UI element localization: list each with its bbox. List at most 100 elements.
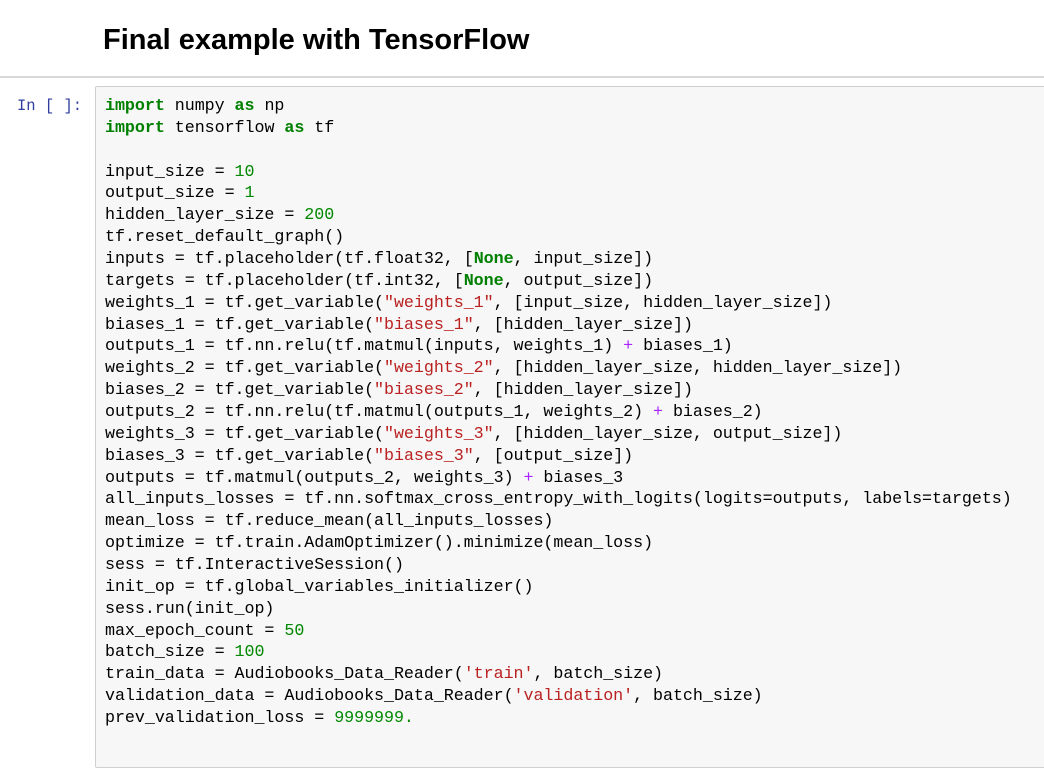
code-token: max_epoch_count = — [105, 621, 285, 641]
code-line: import numpy as np — [105, 96, 1012, 118]
code-token: outputs = tf.matmul(outputs_2, weights_3… — [105, 468, 524, 488]
code-token: biases_3 = tf.get_variable( — [105, 446, 375, 466]
code-token: outputs_2 = tf.nn.relu(tf.matmul(outputs… — [105, 403, 654, 423]
code-line: inputs = tf.placeholder(tf.float32, [Non… — [105, 249, 1012, 271]
cell-divider — [0, 76, 1044, 78]
code-token-str: "biases_2" — [374, 381, 474, 401]
code-line: weights_3 = tf.get_variable("weights_3",… — [105, 424, 1012, 446]
code-line: biases_2 = tf.get_variable("biases_2", [… — [105, 380, 1012, 402]
code-token: , batch_size) — [533, 665, 664, 685]
code-token: biases_1) — [633, 337, 733, 357]
code-token: , [input_size, hidden_layer_size]) — [493, 293, 833, 313]
code-line: validation_data = Audiobooks_Data_Reader… — [105, 686, 1012, 708]
code-token: sess.run(init_op) — [105, 599, 275, 619]
code-line: batch_size = 100 — [105, 642, 1012, 664]
code-line: all_inputs_losses = tf.nn.softmax_cross_… — [105, 489, 1012, 511]
code-token: output_size = — [105, 184, 245, 204]
code-token-kw: as — [284, 118, 305, 138]
code-line: biases_1 = tf.get_variable("biases_1", [… — [105, 315, 1012, 337]
code-token: inputs = tf.placeholder(tf.float32, [ — [105, 250, 474, 270]
code-token-str: "biases_1" — [374, 315, 474, 335]
code-token: tensorflow — [164, 118, 285, 138]
code-token: sess = tf.InteractiveSession() — [105, 556, 404, 576]
code-token: weights_2 = tf.get_variable( — [105, 359, 384, 379]
code-token-str: 'validation' — [513, 687, 634, 707]
code-token: input_size = — [105, 162, 235, 182]
code-line: max_epoch_count = 50 — [105, 621, 1012, 643]
code-token: train_data = Audiobooks_Data_Reader( — [105, 665, 464, 685]
code-token-op: + — [653, 403, 663, 423]
code-token-op: + — [623, 337, 634, 357]
code-line: hidden_layer_size = 200 — [105, 205, 1012, 227]
code-token: biases_1 = tf.get_variable( — [105, 315, 375, 335]
code-line: init_op = tf.global_variables_initialize… — [105, 577, 1012, 599]
code-token-num: 9999999. — [334, 709, 414, 729]
code-token: all_inputs_losses = tf.nn.softmax_cross_… — [105, 490, 1012, 510]
code-token: hidden_layer_size = — [105, 206, 305, 226]
code-token: optimize = tf.train.AdamOptimizer().mini… — [105, 534, 654, 554]
code-token-str: 'train' — [463, 665, 534, 685]
code-line: weights_2 = tf.get_variable("weights_2",… — [105, 358, 1012, 380]
code-token: validation_data = Audiobooks_Data_Reader… — [105, 687, 514, 707]
code-line: sess.run(init_op) — [105, 599, 1012, 621]
input-prompt: In [ ]: — [17, 97, 83, 115]
code-token: , [hidden_layer_size]) — [473, 381, 693, 401]
code-token-num: 10 — [234, 162, 255, 182]
code-line: weights_1 = tf.get_variable("weights_1",… — [105, 293, 1012, 315]
code-line: outputs_2 = tf.nn.relu(tf.matmul(outputs… — [105, 402, 1012, 424]
code-line: mean_loss = tf.reduce_mean(all_inputs_lo… — [105, 511, 1012, 533]
code-token: weights_1 = tf.get_variable( — [105, 293, 384, 313]
code-token-str: "weights_1" — [384, 293, 494, 313]
code-token: tf.reset_default_graph() — [105, 228, 345, 248]
code-token: , [hidden_layer_size]) — [473, 315, 693, 335]
code-token-kw: import — [105, 118, 165, 138]
markdown-heading: Final example with TensorFlow — [103, 24, 530, 56]
code-line: sess = tf.InteractiveSession() — [105, 555, 1012, 577]
code-token: batch_size = — [105, 643, 235, 663]
code-token: , [output_size]) — [473, 446, 634, 466]
code-token: outputs_1 = tf.nn.relu(tf.matmul(inputs,… — [105, 337, 624, 357]
code-cell-editor[interactable] — [95, 86, 1044, 768]
code-token: biases_3 — [533, 468, 624, 488]
code-token-num: 50 — [284, 621, 305, 641]
code-token-num: 100 — [234, 643, 265, 663]
code-token-kw: import — [105, 97, 165, 116]
code-token-num: 200 — [304, 206, 335, 226]
code-token: , input_size]) — [513, 250, 654, 270]
code-line: biases_3 = tf.get_variable("biases_3", [… — [105, 446, 1012, 468]
code-line: train_data = Audiobooks_Data_Reader('tra… — [105, 664, 1012, 686]
code-line: optimize = tf.train.AdamOptimizer().mini… — [105, 533, 1012, 555]
code-token-str: "biases_3" — [374, 446, 474, 466]
code-line: tf.reset_default_graph() — [105, 227, 1012, 249]
code-token: biases_2 = tf.get_variable( — [105, 381, 375, 401]
code-token: tf — [304, 118, 335, 138]
code-token-kw: None — [463, 271, 504, 291]
code-token: , [hidden_layer_size, hidden_layer_size]… — [493, 359, 903, 379]
code-token-num: 1 — [244, 184, 255, 204]
code-line: prev_validation_loss = 9999999. — [105, 708, 1012, 730]
code-token: np — [254, 97, 285, 116]
code-token-str: "weights_3" — [384, 424, 494, 444]
code-token: weights_3 = tf.get_variable( — [105, 424, 384, 444]
code-line: output_size = 1 — [105, 183, 1012, 205]
code-line: outputs_1 = tf.nn.relu(tf.matmul(inputs,… — [105, 336, 1012, 358]
code-token: init_op = tf.global_variables_initialize… — [105, 577, 534, 597]
code-line: input_size = 10 — [105, 162, 1012, 184]
code-token: , output_size]) — [503, 271, 654, 291]
code-token: prev_validation_loss = — [105, 709, 335, 729]
code-line: outputs = tf.matmul(outputs_2, weights_3… — [105, 468, 1012, 490]
code-token: , batch_size) — [633, 687, 763, 707]
code-token: mean_loss = tf.reduce_mean(all_inputs_lo… — [105, 512, 554, 532]
code-token: numpy — [164, 97, 235, 116]
code-line — [105, 140, 1012, 162]
code-token-op: + — [523, 468, 534, 488]
code-token-str: "weights_2" — [384, 359, 494, 379]
code-token-kw: None — [473, 250, 514, 270]
code-token: targets = tf.placeholder(tf.int32, [ — [105, 271, 464, 291]
code-token-kw: as — [234, 97, 255, 116]
code-line: import tensorflow as tf — [105, 118, 1012, 140]
code-line: targets = tf.placeholder(tf.int32, [None… — [105, 271, 1012, 293]
code-token: , [hidden_layer_size, output_size]) — [493, 424, 843, 444]
code-token: biases_2) — [663, 403, 763, 423]
